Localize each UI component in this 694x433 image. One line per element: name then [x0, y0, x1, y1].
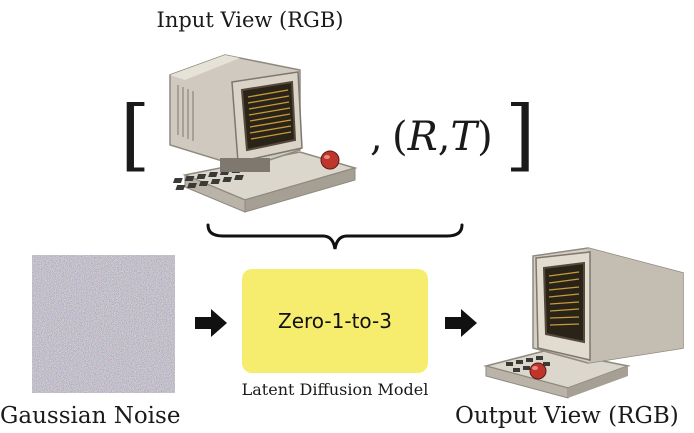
output-computer-image [483, 247, 684, 399]
pose-open-paren: ( [392, 114, 408, 160]
curly-brace-icon [206, 223, 464, 250]
retro-computer-icon [483, 247, 684, 399]
pose-expression: (R,T) [392, 112, 493, 162]
model-caption: Latent Diffusion Model [241, 380, 429, 399]
model-name: Zero-1-to-3 [278, 309, 392, 333]
output-view-label: Output View (RGB) [455, 403, 679, 429]
retro-computer-icon [169, 54, 358, 213]
comma-separator: , [370, 114, 383, 160]
arrow-right-icon [195, 309, 227, 337]
right-bracket: ] [505, 90, 536, 180]
gaussian-noise-label: Gaussian Noise [0, 403, 181, 429]
pose-translation: T [450, 114, 478, 160]
input-computer-image [169, 54, 358, 213]
left-bracket: [ [120, 90, 151, 180]
input-view-title: Input View (RGB) [156, 8, 344, 32]
pose-comma: , [437, 114, 451, 160]
pose-close-paren: ) [477, 114, 493, 160]
gaussian-noise-image [32, 255, 175, 393]
pose-rotation: R [407, 114, 438, 160]
zero123-model-box: Zero-1-to-3 [242, 269, 428, 373]
arrow-right-icon [445, 309, 477, 337]
